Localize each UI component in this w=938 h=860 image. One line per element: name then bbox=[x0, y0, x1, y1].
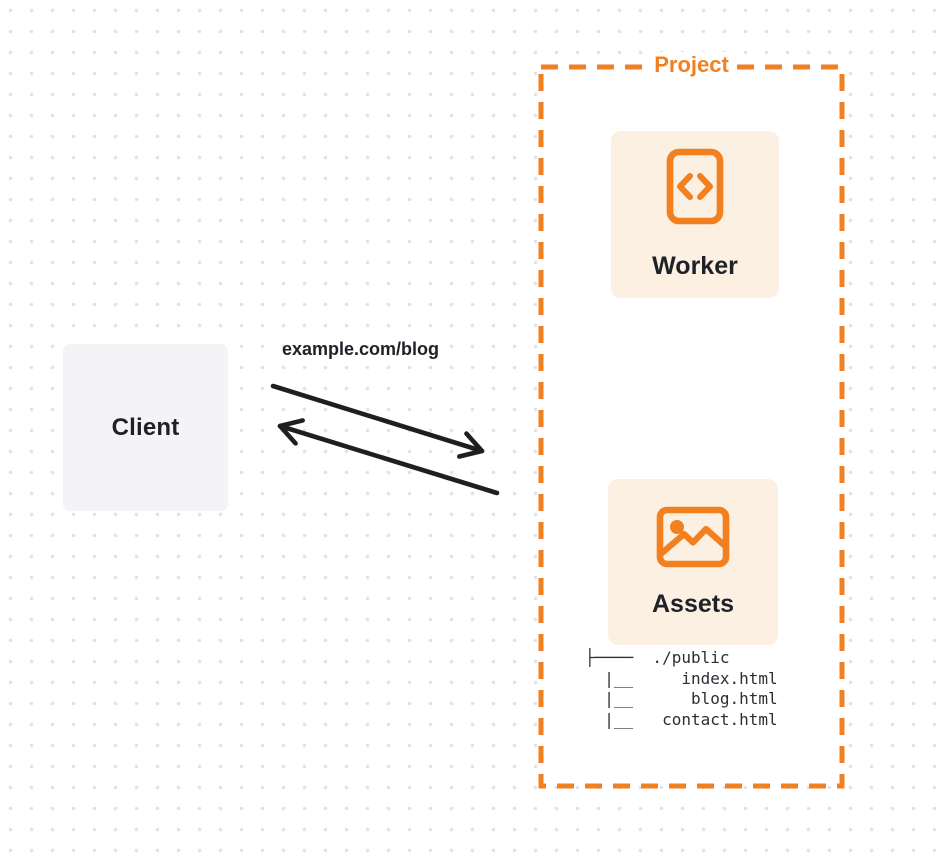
code-file-icon bbox=[666, 148, 724, 225]
client-node: Client bbox=[63, 344, 228, 511]
worker-label: Worker bbox=[652, 252, 738, 280]
worker-card: Worker bbox=[611, 131, 779, 298]
assets-label: Assets bbox=[652, 589, 734, 618]
response-arrow bbox=[277, 418, 500, 496]
client-label: Client bbox=[111, 413, 180, 441]
file-tree: ├──── ./public |__ index.html |__ blog.h… bbox=[585, 648, 778, 729]
project-label: Project bbox=[647, 52, 736, 78]
request-arrow bbox=[270, 383, 485, 459]
image-icon bbox=[656, 506, 730, 567]
request-url-label: example.com/blog bbox=[282, 339, 440, 359]
project-label-wrap: Project bbox=[541, 52, 842, 78]
assets-card: Assets bbox=[608, 479, 778, 645]
